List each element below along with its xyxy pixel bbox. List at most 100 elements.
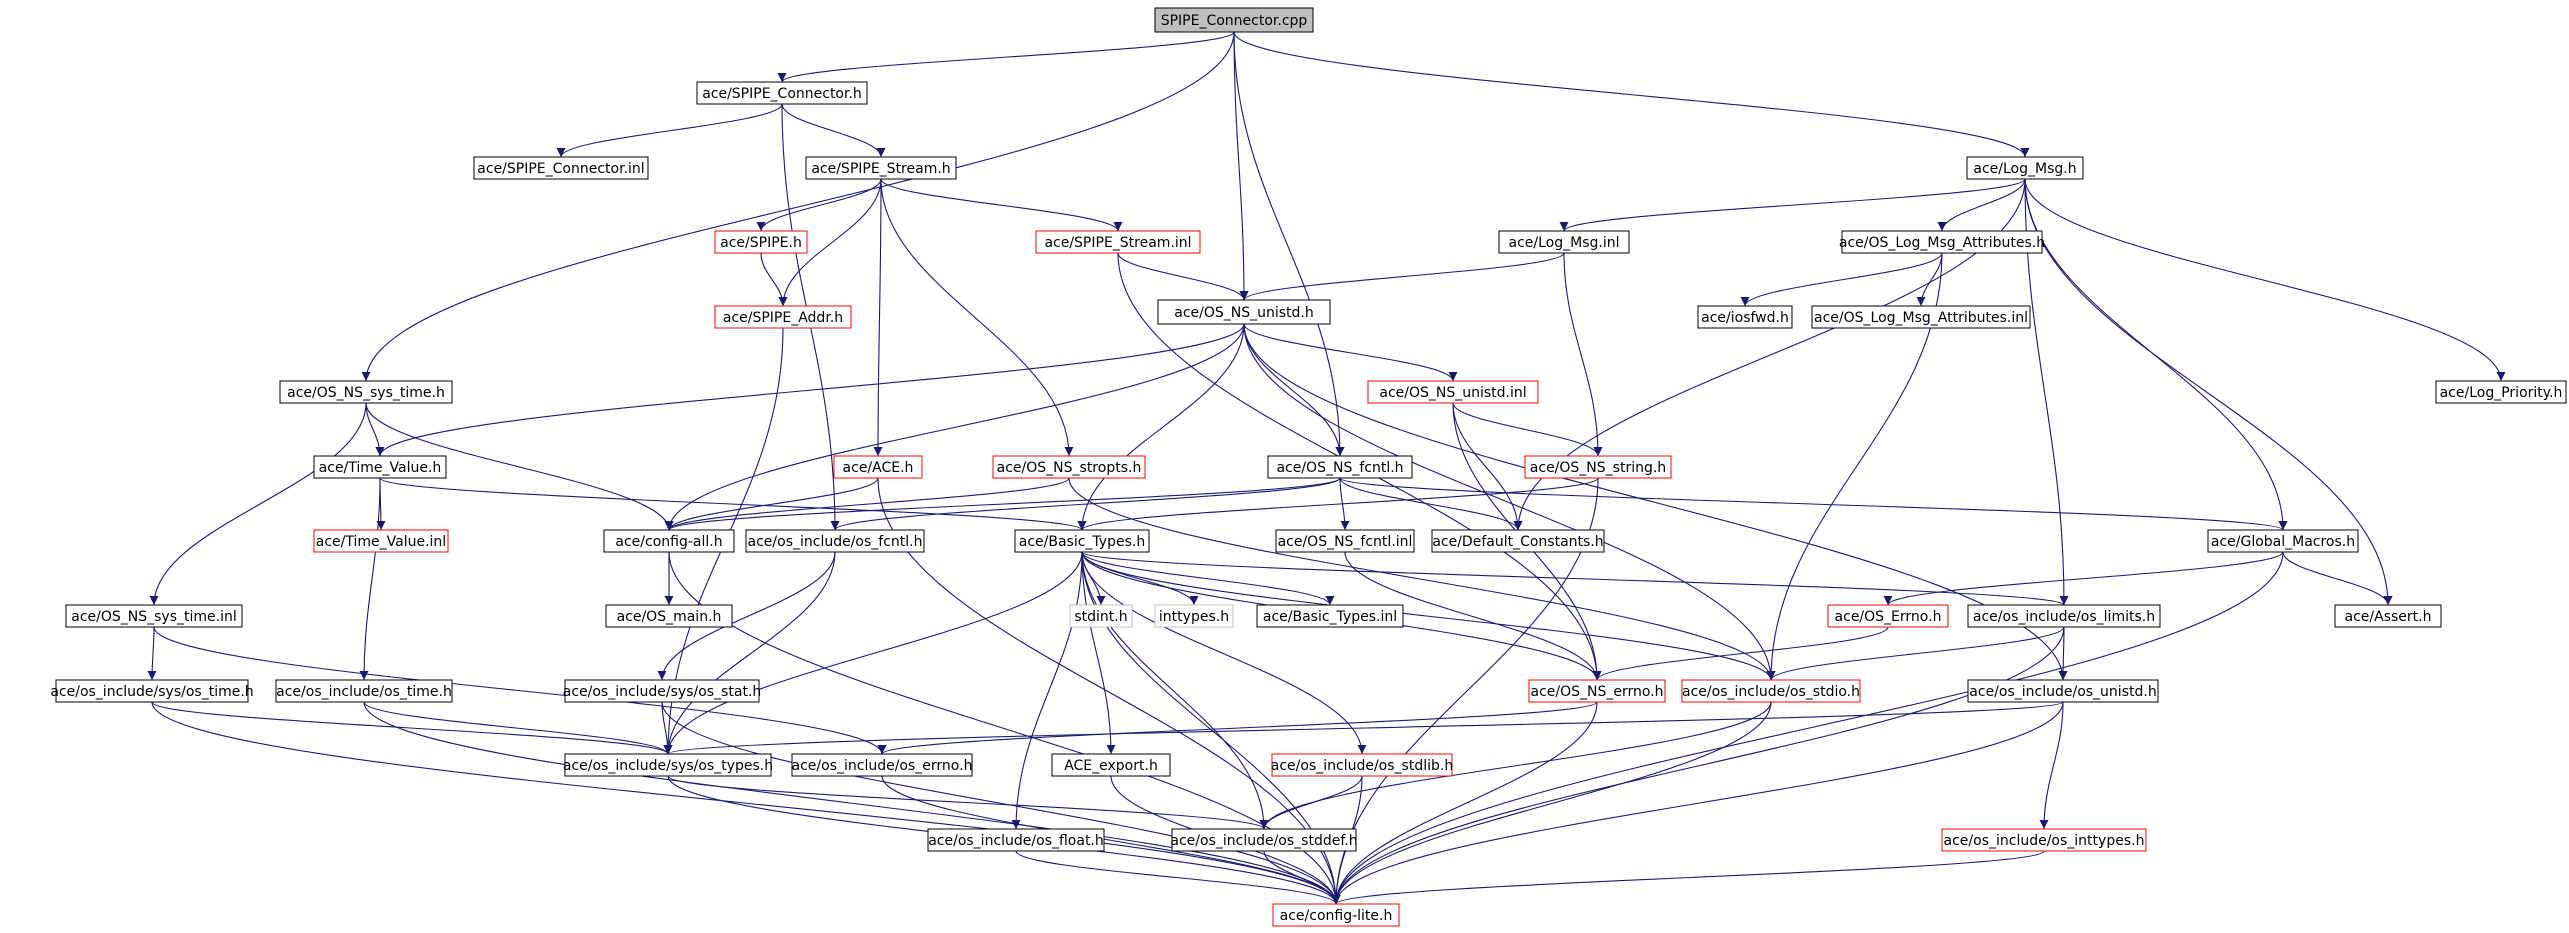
- node-timeval_inl[interactable]: ace/Time_Value.inl: [313, 529, 449, 553]
- edge-osns_errno-to-osi_errno: [877, 701, 1598, 755]
- node-oslma[interactable]: ace/OS_Log_Msg_Attributes.h: [1839, 230, 2045, 254]
- node-label: ace/os_include/os_stdio.h: [1682, 684, 1860, 700]
- node-box: [564, 753, 772, 777]
- node-configlite[interactable]: ace/config-lite.h: [1272, 903, 1400, 927]
- node-osi_sys_types[interactable]: ace/os_include/sys/os_types.h: [563, 753, 773, 777]
- node-fcntl[interactable]: ace/OS_NS_fcntl.h: [1267, 455, 1413, 479]
- node-osi_time[interactable]: ace/os_include/os_time.h: [275, 679, 453, 703]
- node-box: [1966, 156, 2084, 180]
- node-saddr[interactable]: ace/SPIPE_Addr.h: [714, 305, 852, 329]
- node-fcntl_inl[interactable]: ace/OS_NS_fcntl.inl: [1275, 529, 1415, 553]
- node-osi_stdlib[interactable]: ace/os_include/os_stdlib.h: [1271, 753, 1453, 777]
- node-sstream[interactable]: ace/SPIPE_Stream.h: [805, 156, 957, 180]
- node-label: ace/OS_NS_string.h: [1530, 460, 1666, 476]
- node-label: ace/OS_NS_fcntl.inl: [1278, 534, 1413, 550]
- edge-fcntl-to-globalmacros: [1339, 477, 2288, 531]
- node-osi_fcntl[interactable]: ace/os_include/os_fcntl.h: [745, 529, 925, 553]
- node-osi_sys_time[interactable]: ace/os_include/sys/os_time.h: [50, 679, 254, 703]
- nodes-layer: SPIPE_Connector.cpp ace/SPIPE_Connector.h…: [50, 7, 2567, 927]
- node-iosfwd[interactable]: ace/iosfwd.h: [1697, 305, 1793, 329]
- node-osi_limits[interactable]: ace/os_include/os_limits.h: [1967, 604, 2161, 628]
- node-box: [65, 604, 243, 628]
- node-label: inttypes.h: [1159, 609, 1229, 625]
- node-label: ace/ACE.h: [843, 460, 914, 476]
- node-root[interactable]: SPIPE_Connector.cpp: [1154, 7, 1314, 33]
- node-label: ace/os_include/os_stdlib.h: [1271, 758, 1453, 774]
- node-box: [1841, 230, 2043, 254]
- node-osi_stddef[interactable]: ace/os_include/os_stddef.h: [1170, 828, 1358, 852]
- node-osns_errno[interactable]: ace/OS_NS_errno.h: [1528, 679, 1666, 703]
- node-box: [696, 81, 868, 105]
- edge-osns_unistd-to-unistd_inl: [1243, 323, 1458, 382]
- edge-sstream-to-strops: [880, 178, 1074, 457]
- node-label: ace/SPIPE_Stream.inl: [1044, 235, 1191, 251]
- node-ace_export[interactable]: ACE_export.h: [1051, 753, 1171, 777]
- node-logmsg_inl[interactable]: ace/Log_Msg.inl: [1498, 230, 1630, 254]
- node-osstring[interactable]: ace/OS_NS_string.h: [1524, 455, 1672, 479]
- node-configall[interactable]: ace/config-all.h: [603, 529, 735, 553]
- edge-osi_time-to-configlite: [363, 701, 1341, 905]
- node-oslma_inl[interactable]: ace/OS_Log_Msg_Attributes.inl: [1811, 305, 2031, 329]
- edge-oserrno-to-osns_errno: [1592, 626, 1889, 681]
- node-box: [992, 455, 1146, 479]
- edge-osi_time-to-osi_sys_types: [363, 701, 673, 755]
- node-inttypes: inttypes.h: [1154, 604, 1234, 628]
- node-label: ace/os_include/os_limits.h: [1973, 609, 2155, 625]
- node-box: [1272, 903, 1400, 927]
- node-logprio[interactable]: ace/Log_Priority.h: [2435, 380, 2567, 404]
- node-box: [1256, 604, 1404, 628]
- node-label: ace/os_include/sys/os_types.h: [563, 758, 773, 774]
- node-box: [833, 455, 923, 479]
- node-box: [603, 529, 735, 553]
- edge-oslma-to-iosfwd: [1740, 252, 1943, 307]
- edge-osi_limits-to-osi_stdio: [1766, 626, 2065, 681]
- edge-osi_stdlib-to-osi_stddef: [1259, 775, 1363, 830]
- node-box: [1967, 679, 2159, 703]
- node-osi_inttypes[interactable]: ace/os_include/os_inttypes.h: [1941, 828, 2147, 852]
- node-logmsg[interactable]: ace/Log_Msg.h: [1966, 156, 2084, 180]
- node-osmain[interactable]: ace/OS_main.h: [605, 604, 733, 628]
- node-ossystime[interactable]: ace/OS_NS_sys_time.h: [279, 380, 453, 404]
- edge-osi_unistd-to-configlite: [1331, 701, 2064, 905]
- edge-osi_errno-to-configlite: [881, 775, 1341, 905]
- node-osi_errno[interactable]: ace/os_include/os_errno.h: [791, 753, 973, 777]
- node-label: ace/os_include/os_float.h: [928, 833, 1104, 849]
- node-systime_inl[interactable]: ace/OS_NS_sys_time.inl: [65, 604, 243, 628]
- node-globalmacros[interactable]: ace/Global_Macros.h: [2207, 529, 2359, 553]
- node-sc_h[interactable]: ace/SPIPE_Connector.h: [696, 81, 868, 105]
- node-defconst[interactable]: ace/Default_Constants.h: [1431, 529, 1605, 553]
- node-label: ace/OS_NS_fcntl.h: [1276, 460, 1403, 476]
- node-box: [1827, 604, 1949, 628]
- edge-systime_inl-to-osi_sys_time: [147, 626, 157, 681]
- node-box: [1051, 753, 1171, 777]
- node-spipe_h[interactable]: ace/SPIPE.h: [714, 230, 808, 254]
- node-osi_stdio[interactable]: ace/os_include/os_stdio.h: [1681, 679, 1861, 703]
- node-box: [1154, 7, 1314, 33]
- node-sc_inl[interactable]: ace/SPIPE_Connector.inl: [473, 156, 649, 180]
- edge-osns_unistd-to-timeval: [375, 323, 1245, 457]
- node-unistd_inl[interactable]: ace/OS_NS_unistd.inl: [1367, 380, 1539, 404]
- edge-ace_h-to-configall: [664, 477, 879, 531]
- node-ss_inl[interactable]: ace/SPIPE_Stream.inl: [1035, 230, 1201, 254]
- edge-timeval-to-basictypes: [379, 477, 1087, 531]
- edge-basictypes-to-osi_stddef: [1081, 551, 1269, 830]
- node-osns_unistd[interactable]: ace/OS_NS_unistd.h: [1157, 299, 1331, 325]
- node-osi_unistd[interactable]: ace/os_include/os_unistd.h: [1967, 679, 2159, 703]
- edge-ossystime-to-systime_inl: [149, 402, 367, 606]
- edge-strops-to-configall: [664, 477, 1070, 531]
- node-timeval[interactable]: ace/Time_Value.h: [313, 455, 447, 479]
- node-osi_float[interactable]: ace/os_include/os_float.h: [927, 828, 1105, 852]
- edge-sc_h-to-sc_inl: [556, 103, 783, 158]
- node-box: [2207, 529, 2359, 553]
- node-oserrno[interactable]: ace/OS_Errno.h: [1827, 604, 1949, 628]
- node-osi_sys_stat[interactable]: ace/os_include/sys/os_stat.h: [563, 679, 762, 703]
- node-basictypes_inl[interactable]: ace/Basic_Types.inl: [1256, 604, 1404, 628]
- node-strops[interactable]: ace/OS_NS_stropts.h: [992, 455, 1146, 479]
- node-assert[interactable]: ace/Assert.h: [2334, 604, 2442, 628]
- node-basictypes[interactable]: ace/Basic_Types.h: [1014, 529, 1150, 553]
- node-ace_h[interactable]: ace/ACE.h: [833, 455, 923, 479]
- edge-basictypes-to-basictypes_inl: [1081, 551, 1335, 606]
- node-label: ace/SPIPE_Stream.h: [811, 161, 950, 177]
- edge-osi_limits-to-configlite: [1331, 626, 2065, 905]
